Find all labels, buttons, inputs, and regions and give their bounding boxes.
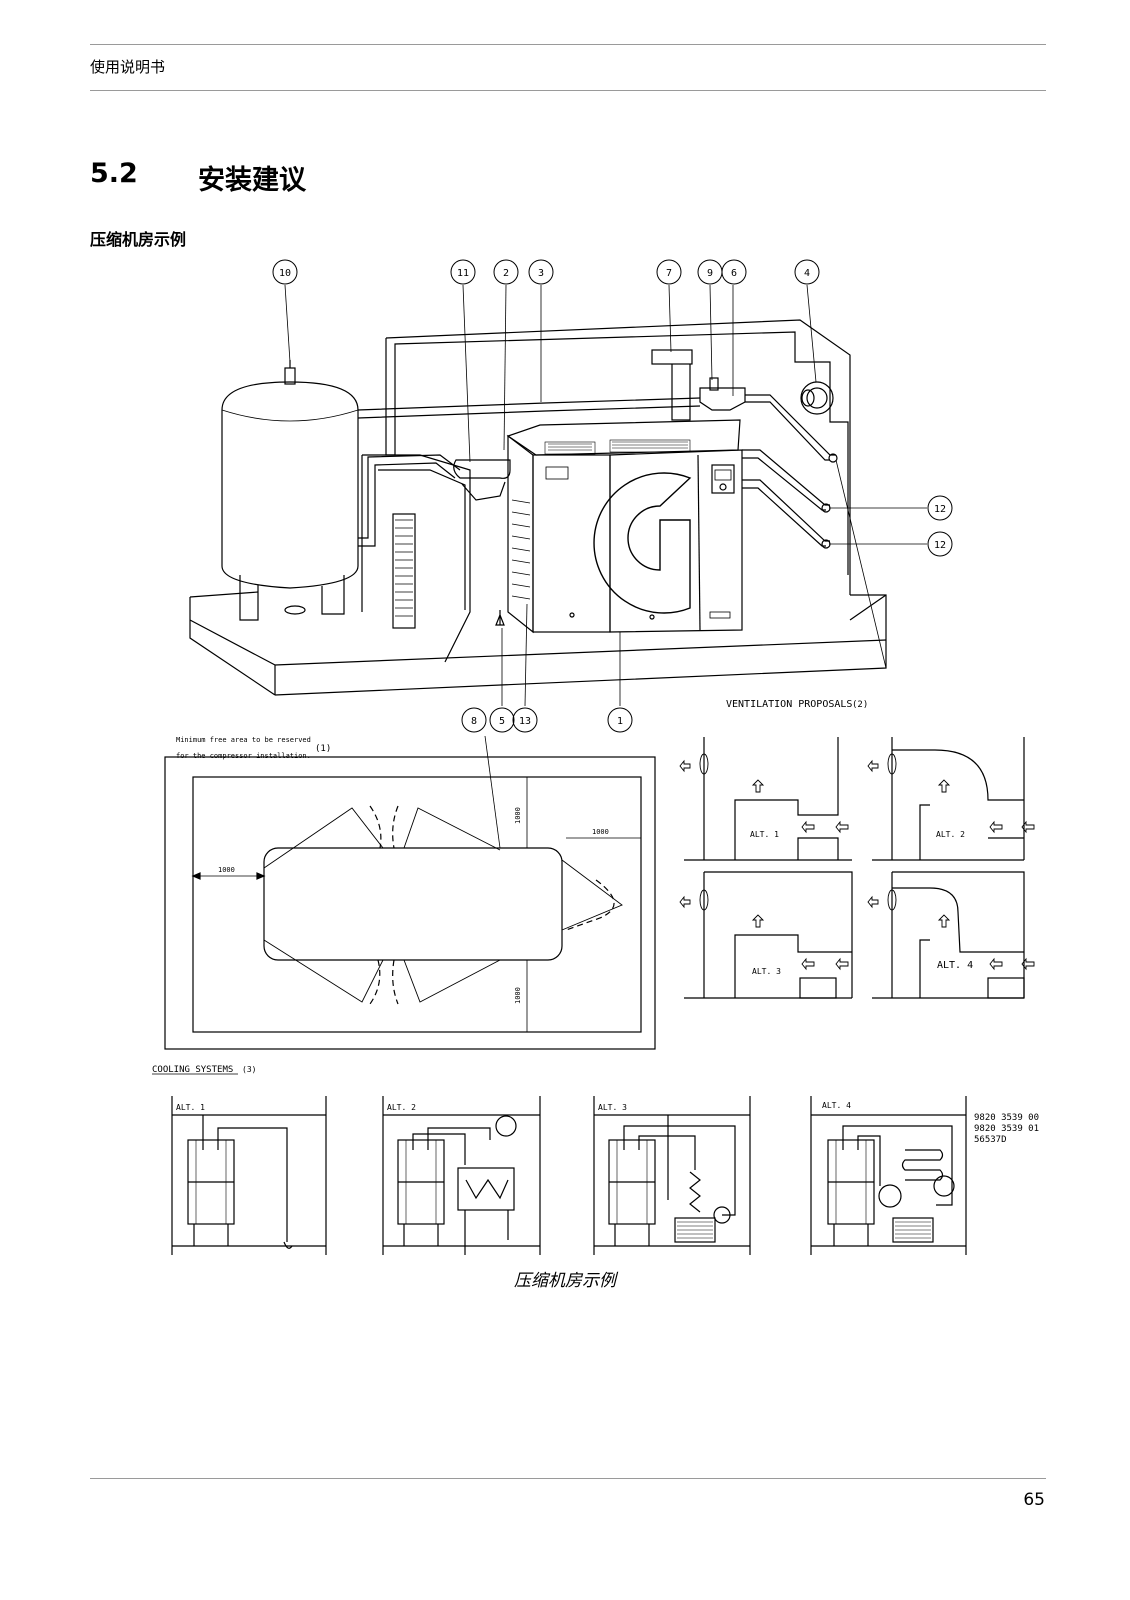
vent-alt-1: ALT. 1: [750, 830, 779, 839]
callout-label-2: 2: [503, 268, 509, 279]
compressor-room-figure: 10 11 2 3 7 9 6 4 12 12 8 5 13 1 VENTILA…: [152, 259, 1039, 1255]
footer-rule: [90, 1478, 1046, 1479]
callout-label-4: 4: [804, 268, 810, 279]
min-area-note-line1: Minimum free area to be reserved: [176, 736, 311, 744]
vent-alt-2: ALT. 2: [936, 830, 965, 839]
callout-label-1: 1: [617, 716, 623, 727]
document-header-title: 使用说明书: [90, 58, 166, 76]
ventilation-title: VENTILATION PROPOSALS: [726, 699, 852, 710]
callout-label-5: 5: [499, 716, 505, 727]
dim-left: 1000: [218, 866, 235, 874]
ventilation-ref: (2): [852, 700, 868, 710]
room-iso-drawing: [189, 284, 927, 707]
cooling-ref: (3): [242, 1065, 256, 1074]
callout-12a: [927, 495, 953, 521]
callout-label-9: 9: [707, 268, 713, 279]
floor-plan-drawing: [164, 735, 656, 1050]
callout-3: [528, 259, 554, 285]
callout-11: [450, 259, 476, 285]
cool-alt-4: ALT. 4: [822, 1101, 851, 1110]
callout-8: [461, 707, 487, 733]
callout-12b: [927, 531, 953, 557]
ventilation-proposals: [679, 737, 1035, 999]
cool-alt-2: ALT. 2: [387, 1103, 416, 1112]
callout-label-13: 13: [519, 716, 531, 727]
callout-label-12b: 12: [934, 540, 946, 551]
cooling-systems: [152, 1073, 967, 1255]
callout-2: [493, 259, 519, 285]
callout-6: [721, 259, 747, 285]
callout-label-8: 8: [471, 716, 477, 727]
callout-numbers: 10 11 2 3 7 9 6 4 12 12 8 5 13 1: [279, 268, 946, 727]
drawing-code-1: 9820 3539 00: [974, 1113, 1039, 1123]
vent-alt-4: ALT. 4: [937, 960, 973, 971]
dim-top: 1000: [514, 807, 522, 824]
min-area-note-line2: for the compressor installation.: [176, 752, 311, 760]
callout-1: [607, 707, 633, 733]
header-rule-top: [90, 44, 1046, 45]
callout-label-12a: 12: [934, 504, 946, 515]
section-number: 5.2: [90, 158, 138, 189]
callout-5: [489, 707, 515, 733]
cool-alt-1: ALT. 1: [176, 1103, 205, 1112]
callout-label-3: 3: [538, 268, 544, 279]
drawing-code-3: 56537D: [974, 1135, 1007, 1145]
callout-label-11: 11: [457, 268, 469, 279]
page-number: 65: [1023, 1490, 1045, 1510]
figure-caption: 压缩机房示例: [514, 1271, 616, 1291]
callout-label-6: 6: [731, 268, 737, 279]
cooling-title: COOLING SYSTEMS: [152, 1065, 233, 1075]
section-title: 安装建议: [198, 165, 306, 196]
figure-heading: 压缩机房示例: [90, 230, 187, 249]
header-rule-bottom: [90, 90, 1046, 91]
callout-circles: [272, 259, 953, 733]
cool-alt-3: ALT. 3: [598, 1103, 627, 1112]
callout-7: [656, 259, 682, 285]
callout-10: [272, 259, 298, 285]
dim-bottom: 1000: [514, 987, 522, 1004]
callout-label-7: 7: [666, 268, 672, 279]
callout-label-10: 10: [279, 268, 291, 279]
drawing-code-2: 9820 3539 01: [974, 1124, 1039, 1134]
dim-right: 1000: [592, 828, 609, 836]
callout-13: [512, 707, 538, 733]
callout-4: [794, 259, 820, 285]
min-area-ref: (1): [315, 744, 331, 754]
vent-alt-3: ALT. 3: [752, 967, 781, 976]
